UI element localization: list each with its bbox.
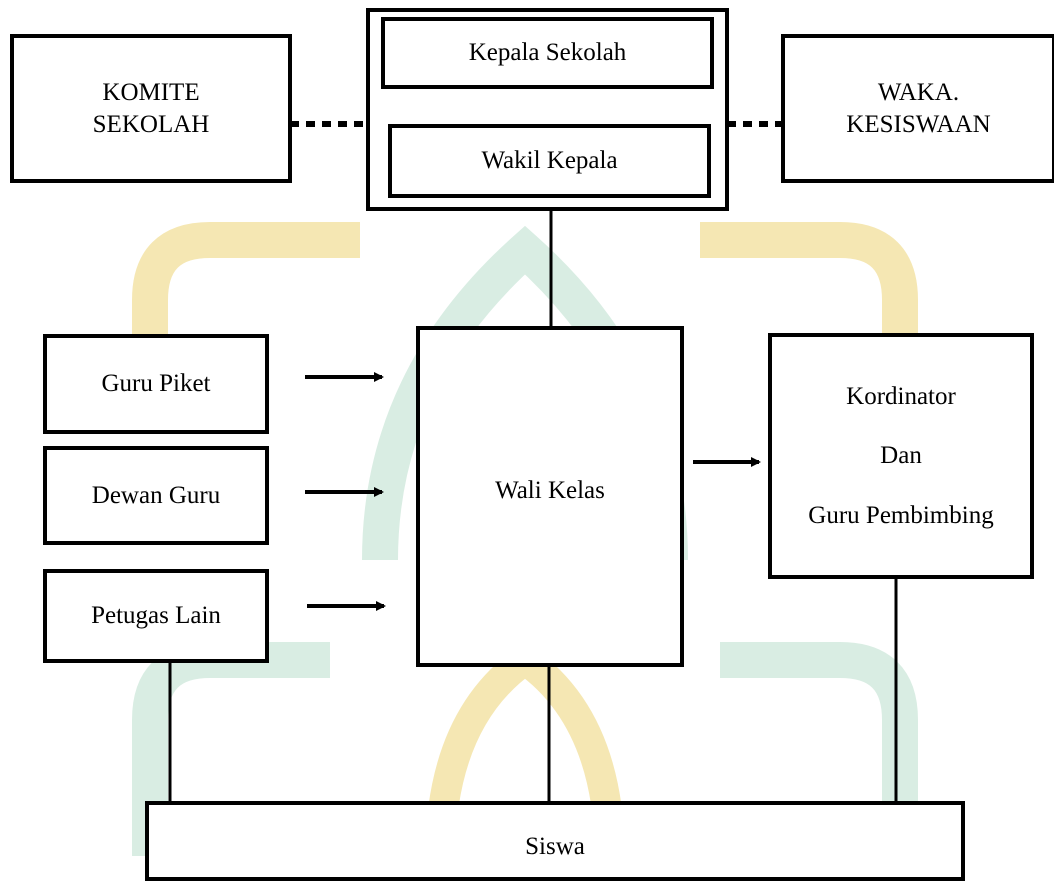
komite-label-line1: KOMITE <box>102 79 200 107</box>
waka-kesiswaan-box: WAKA. KESISWAAN <box>781 34 1054 183</box>
wali-kelas-box: Wali Kelas <box>416 326 684 667</box>
petugas-lain-box: Petugas Lain <box>43 569 269 663</box>
petugas-lain-label: Petugas Lain <box>91 602 221 630</box>
siswa-box: Siswa <box>145 801 965 881</box>
siswa-label: Siswa <box>525 833 585 860</box>
kordinator-label-line2: Dan <box>880 442 922 470</box>
wali-kelas-label: Wali Kelas <box>495 476 605 504</box>
komite-label-line2: SEKOLAH <box>92 110 210 138</box>
dewan-guru-label: Dewan Guru <box>91 481 221 509</box>
kordinator-label-line1: Kordinator <box>846 383 956 411</box>
waka-label-line2: KESISWAAN <box>846 110 991 138</box>
waka-label-line1: WAKA. <box>877 79 960 107</box>
org-diagram: KOMITE SEKOLAH Kepala Sekolah Wakil Kepa… <box>10 8 1054 881</box>
guru-piket-label: Guru Piket <box>101 370 211 398</box>
kepala-sekolah-label: Kepala Sekolah <box>468 39 627 67</box>
kepala-sekolah-box: Kepala Sekolah <box>381 17 714 89</box>
kordinator-box: Kordinator Dan Guru Pembimbing <box>768 333 1034 579</box>
wakil-kepala-box: Wakil Kepala <box>388 124 711 198</box>
wakil-kepala-label: Wakil Kepala <box>481 147 618 175</box>
kordinator-label-line3: Guru Pembimbing <box>808 501 994 529</box>
komite-sekolah-box: KOMITE SEKOLAH <box>10 34 292 183</box>
dewan-guru-box: Dewan Guru <box>43 446 269 545</box>
guru-piket-box: Guru Piket <box>43 334 269 434</box>
